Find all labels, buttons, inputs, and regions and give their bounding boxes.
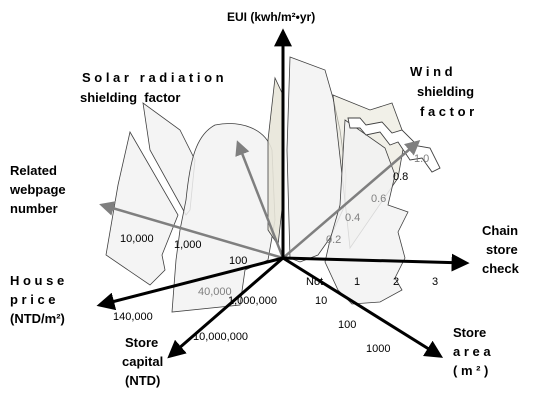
black-axes: [96, 28, 470, 359]
house-price-axis-label-line1: H o u s e: [10, 273, 64, 288]
shape-wind-tube: [347, 117, 441, 173]
store-capital-tick-1000000: 1,000,000: [228, 295, 277, 307]
chain-store-axis-label-line1: Chain: [482, 223, 518, 238]
wind-axis-label-line2: shielding: [417, 84, 474, 99]
wind-tick-0-4: 0.4: [345, 212, 360, 224]
webpage-axis-label-line1: Related: [10, 163, 57, 178]
store-capital-axis: [167, 256, 284, 359]
store-area-tick-100: 100: [338, 319, 356, 331]
chain-store-axis-label-line2: store: [486, 242, 518, 257]
house-price-tick-40000: 40,000: [198, 286, 232, 298]
store-area-tick-10: 10: [315, 295, 327, 307]
chain-store-tick-3: 3: [432, 276, 438, 288]
shape-right-blob: [324, 119, 409, 305]
chain-store-axis-label-line3: check: [482, 261, 520, 276]
store-area-axis-label-line2: a r e a: [453, 344, 491, 359]
wind-axis-label-line3: f a c t o r: [420, 104, 474, 119]
wind-tick-0-2: 0.2: [326, 234, 341, 246]
webpage-tick-1000: 1,000: [174, 239, 202, 251]
store-capital-tick-10000000: 10,000,000: [193, 331, 248, 343]
webpage-tick-10000: 10,000: [120, 233, 154, 245]
solar-axis: [235, 140, 285, 259]
shape-beige-panel: [267, 76, 284, 247]
house-price-axis-label-line3: (NTD/m²): [10, 311, 65, 326]
wind-tick-0-8: 0.8: [393, 171, 408, 183]
eui-axis-label: EUI (kwh/m²•yr): [227, 10, 315, 24]
store-area-axis-label-line1: Store: [453, 325, 486, 340]
store-capital-axis-label-line1: Store: [125, 335, 158, 350]
house-price-axis-label-line2: p r i c e: [10, 292, 56, 307]
house-price-tick-140000: 140,000: [113, 311, 153, 323]
chain-store-tick-2: 2: [393, 276, 399, 288]
store-area-axis: [282, 256, 444, 358]
solar-axis-label-line2: shielding factor: [80, 90, 180, 105]
grey-axes: [99, 140, 421, 260]
chain-store-axis: [282, 253, 470, 272]
webpage-axis-label-line2: webpage: [9, 182, 66, 197]
chain-store-tick-not: Not: [306, 276, 323, 288]
store-area-axis-label-line3: ( m ² ): [453, 363, 488, 378]
shape-left-panel: [105, 130, 179, 286]
wind-tick-0-6: 0.6: [371, 193, 386, 205]
webpage-axis: [99, 201, 284, 260]
wind-tick-1-0: 1.0: [414, 153, 429, 165]
webpage-tick-100: 100: [229, 255, 247, 267]
webpage-axis-label-line3: number: [10, 201, 58, 216]
chain-store-tick-1: 1: [354, 276, 360, 288]
wind-axis-label-line1: W i n d: [410, 64, 453, 79]
store-capital-axis-label-line2: capital: [122, 354, 163, 369]
wind-axis: [282, 140, 421, 259]
house-price-axis: [96, 256, 284, 311]
store-area-tick-1000: 1000: [366, 343, 390, 355]
solar-axis-label-line1: S o l a r r a d i a t i o n: [82, 70, 224, 85]
store-capital-axis-label-line3: (NTD): [125, 373, 160, 388]
